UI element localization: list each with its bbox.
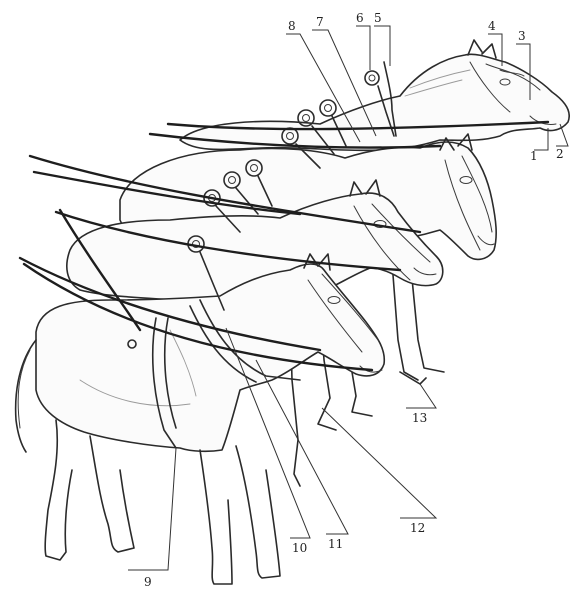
- leader-11: [256, 360, 348, 534]
- callout-9: 9: [144, 575, 152, 589]
- callout-1: 1: [530, 149, 538, 163]
- callout-3: 3: [518, 29, 526, 43]
- callout-10: 10: [292, 541, 307, 555]
- leader-13: [406, 384, 436, 408]
- callout-11: 11: [328, 537, 343, 551]
- callout-4: 4: [488, 19, 496, 33]
- callout-8: 8: [288, 19, 296, 33]
- leader-9: [128, 448, 176, 570]
- leader-6: [356, 26, 370, 70]
- leader-5: [374, 26, 390, 66]
- callout-7: 7: [316, 15, 324, 29]
- leader-1: [534, 128, 548, 150]
- callout-13: 13: [412, 411, 427, 425]
- callout-5: 5: [374, 11, 382, 25]
- callout-6: 6: [356, 11, 364, 25]
- callout-12: 12: [410, 521, 425, 535]
- callout-2: 2: [556, 147, 564, 161]
